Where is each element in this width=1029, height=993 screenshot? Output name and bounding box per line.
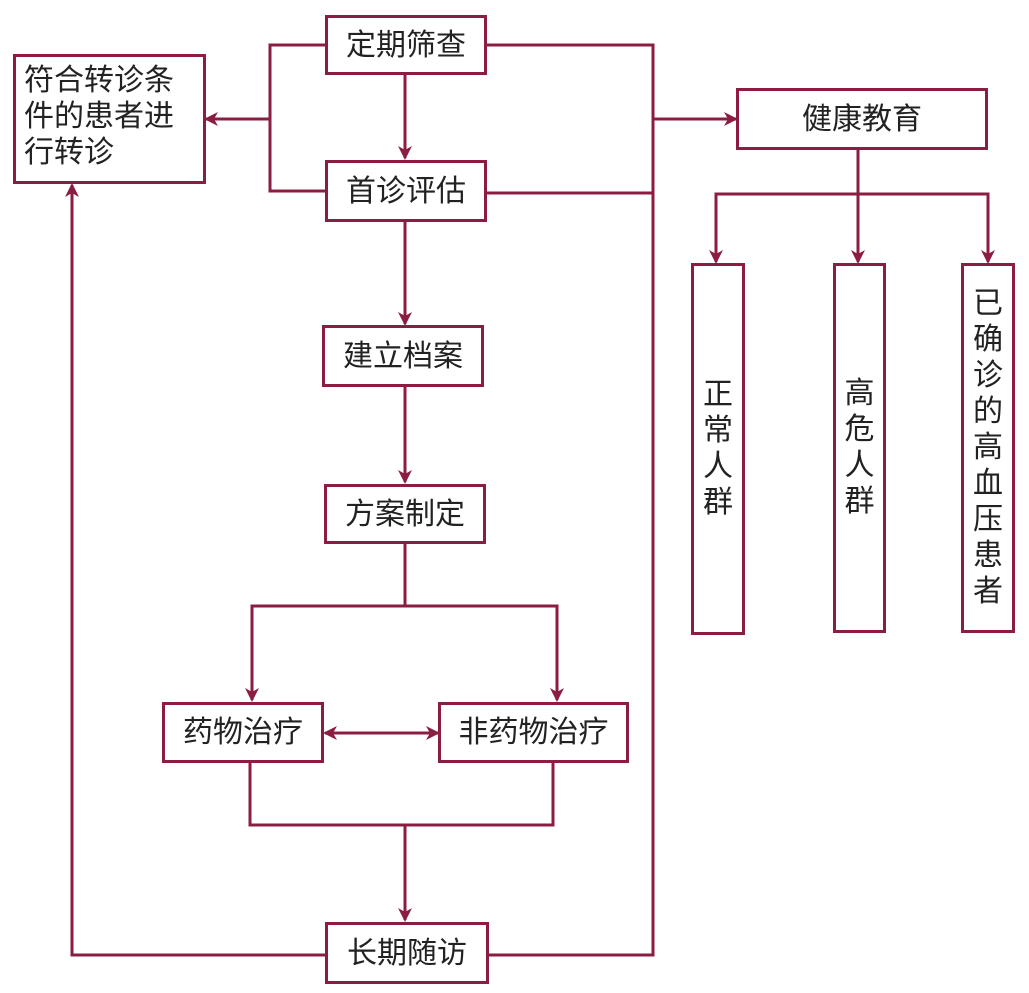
plan-split-right: [405, 604, 564, 702]
node-education: 健康教育: [736, 88, 988, 150]
node-first-visit: 首诊评估: [325, 160, 487, 222]
follow-to-referral: [65, 183, 325, 957]
node-file: 建立档案: [322, 325, 484, 387]
treatment-merge: [248, 763, 555, 827]
plan-split: [245, 544, 407, 702]
node-confirmed: 已确诊的高血压患者: [961, 263, 1015, 633]
node-non-drug: 非药物治疗: [438, 702, 629, 763]
node-confirmed-label: 已确诊的高血压患者: [973, 286, 1003, 609]
node-normal-label: 正常人群: [703, 377, 733, 520]
node-high-risk-label: 高危人群: [844, 376, 875, 519]
node-normal: 正常人群: [691, 263, 745, 635]
right-bus: [487, 43, 655, 957]
node-follow-up: 长期随访: [325, 922, 489, 984]
node-plan: 方案制定: [324, 484, 486, 544]
education-right: [858, 192, 995, 264]
node-screening: 定期筛查: [325, 15, 487, 75]
node-high-risk: 高危人群: [833, 263, 886, 633]
node-referral: 符合转诊条件的患者进行转诊: [13, 54, 206, 184]
education-left: [709, 192, 858, 264]
referral-bracket: [268, 43, 325, 193]
node-drug: 药物治疗: [162, 702, 324, 763]
